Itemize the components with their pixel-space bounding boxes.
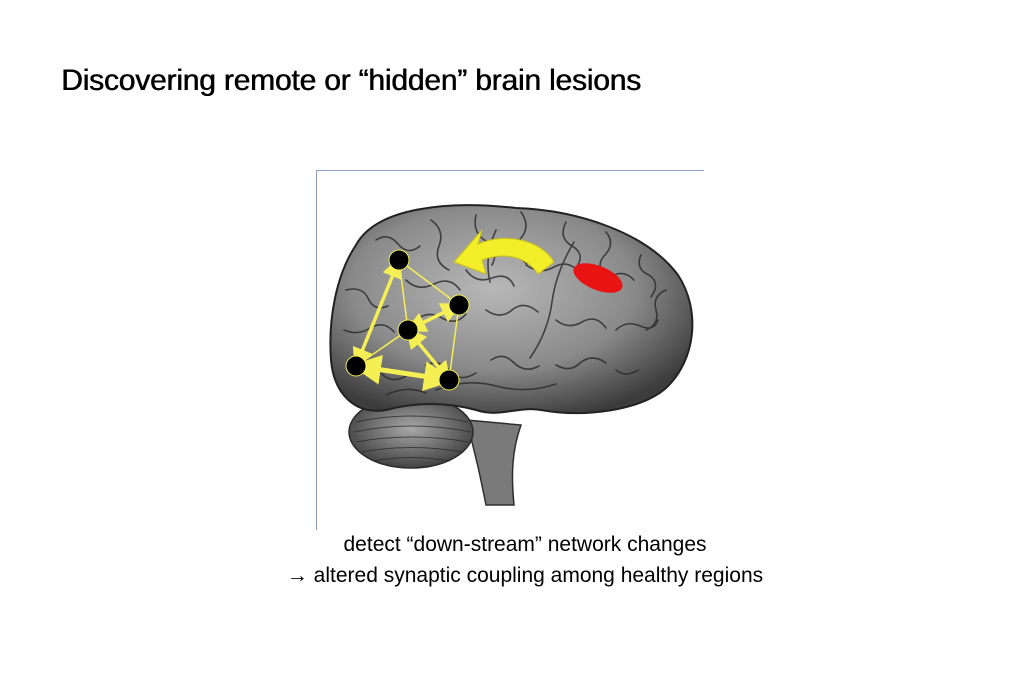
- slide-title: Discovering remote or “hidden” brain les…: [61, 64, 641, 97]
- brainstem: [464, 419, 523, 506]
- network-node: [388, 249, 410, 271]
- lesion-region: [573, 263, 623, 293]
- right-arrow-icon: →: [286, 564, 308, 587]
- network-node: [438, 369, 460, 391]
- network-node: [397, 319, 419, 341]
- caption-line-2-text: altered synaptic coupling among healthy …: [307, 564, 764, 587]
- brain-figure: [329, 204, 694, 506]
- network-node: [448, 294, 470, 316]
- network-node: [345, 355, 367, 377]
- caption-line-1: detect “down-stream” network changes: [343, 533, 707, 556]
- caption-line-2: → altered synaptic coupling among health…: [200, 560, 850, 591]
- figure-frame: [316, 170, 704, 530]
- network-nodes: [345, 249, 470, 391]
